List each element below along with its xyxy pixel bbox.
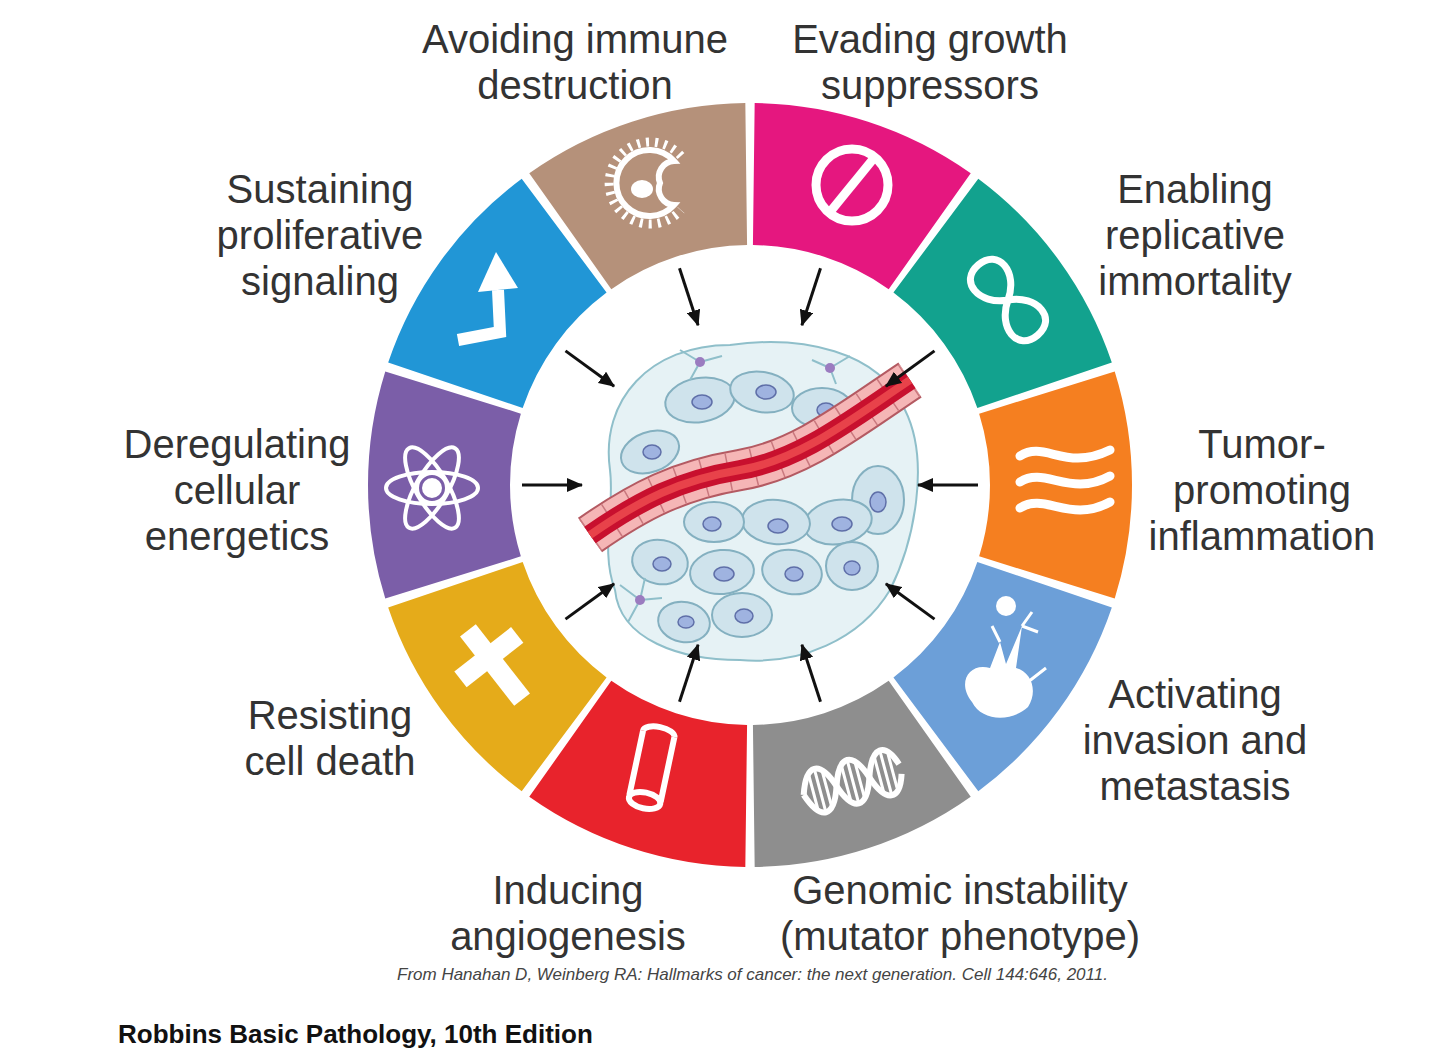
- hallmark-label: Tumor-promoting inflammation: [1137, 421, 1387, 559]
- nucleus: [817, 403, 835, 417]
- cell: [826, 542, 878, 590]
- segment-outline: [752, 680, 971, 867]
- hallmark-segment: Resisting cell death: [388, 561, 607, 792]
- hallmark-label: Genomic instability (mutator phenotype): [770, 867, 1150, 959]
- stellate-nucleus: [635, 595, 645, 605]
- stellate-cell: [812, 356, 850, 384]
- cell: [712, 593, 772, 637]
- cell: [792, 388, 852, 428]
- hallmark-segment: Sustaining proliferative signaling: [388, 178, 607, 409]
- nucleus: [714, 567, 734, 581]
- cell: [662, 372, 739, 427]
- segment-outline: [368, 371, 521, 599]
- hallmark-label: Resisting cell death: [230, 692, 430, 784]
- nucleus: [735, 609, 753, 623]
- nucleus: [703, 517, 721, 531]
- stromal-cells: [620, 350, 850, 622]
- stellate-nucleus: [825, 363, 835, 373]
- segment-outline: [893, 178, 1112, 409]
- hallmark-segment: Tumor-promoting inflammation: [979, 371, 1132, 599]
- nucleus: [653, 557, 671, 571]
- hallmark-label: Evading growth suppressors: [760, 16, 1100, 108]
- arrow: [918, 484, 978, 487]
- arrow: [522, 484, 582, 487]
- segment-fill: [753, 681, 971, 867]
- hallmark-label: Sustaining proliferative signaling: [205, 166, 435, 304]
- segment-outline: [388, 178, 607, 409]
- stellate-cell: [620, 578, 662, 622]
- nucleus: [756, 385, 776, 399]
- figure-caption: From Hanahan D, Weinberg RA: Hallmarks o…: [397, 965, 1108, 985]
- cell: [759, 545, 826, 599]
- nucleus: [643, 445, 661, 459]
- segment-outline: [979, 371, 1132, 599]
- hallmark-label: Inducing angiogenesis: [438, 867, 698, 959]
- stromal-nuclei: [635, 357, 835, 605]
- cell-nuclei: [643, 385, 886, 628]
- tumor-illustration: [590, 342, 918, 660]
- cell: [801, 494, 876, 549]
- arrow: [566, 351, 615, 386]
- segment-fill: [368, 371, 521, 598]
- hallmark-label: Avoiding immune destruction: [405, 16, 745, 108]
- arrow: [566, 584, 615, 619]
- segment-outline: [388, 561, 607, 792]
- hallmark-segment: Deregulating cellular energetics: [368, 371, 521, 599]
- segment-fill: [979, 371, 1132, 598]
- vessel-wall: [590, 380, 910, 535]
- hallmark-label: Enabling replicative immortality: [1085, 166, 1305, 304]
- cell: [655, 598, 713, 646]
- hallmark-segment: Genomic instability (mutator phenotype): [752, 680, 971, 867]
- arrow: [802, 268, 821, 325]
- nucleus: [785, 567, 803, 581]
- vessel-wall-outline: [590, 380, 910, 535]
- vessel-lumen: [590, 380, 910, 535]
- segment-fill: [893, 179, 1111, 408]
- arrow: [802, 645, 821, 702]
- cell: [615, 423, 685, 481]
- cell: [629, 535, 692, 588]
- hallmark-segment: Enabling replicative immortality: [893, 178, 1112, 409]
- vessel-highlight: [590, 380, 910, 535]
- arrow: [886, 584, 935, 619]
- nucleus: [678, 616, 694, 628]
- cell: [688, 547, 756, 596]
- stellate-nucleus: [695, 357, 705, 367]
- hallmark-label: Deregulating cellular energetics: [117, 421, 357, 559]
- cell: [684, 502, 744, 542]
- cell: [852, 466, 904, 534]
- stellate-cell: [680, 350, 722, 380]
- cell: [740, 497, 812, 547]
- arrow: [886, 351, 935, 386]
- nucleus: [768, 519, 788, 533]
- nucleus: [844, 561, 860, 575]
- tumor-mass: [608, 342, 918, 660]
- tumor-cells: [615, 367, 904, 646]
- hallmark-label: Activating invasion and metastasis: [1075, 671, 1315, 809]
- arrow: [680, 645, 699, 702]
- segment-fill: [388, 562, 606, 791]
- nucleus: [832, 517, 852, 531]
- cell: [727, 367, 797, 418]
- arrow: [680, 268, 699, 325]
- endothelial-borders: [590, 380, 910, 535]
- blood-vessel: [590, 380, 910, 535]
- nucleus: [692, 395, 712, 409]
- arrows: [522, 268, 978, 702]
- source-note: Robbins Basic Pathology, 10th Edition: [118, 1019, 593, 1050]
- nucleus: [870, 492, 886, 512]
